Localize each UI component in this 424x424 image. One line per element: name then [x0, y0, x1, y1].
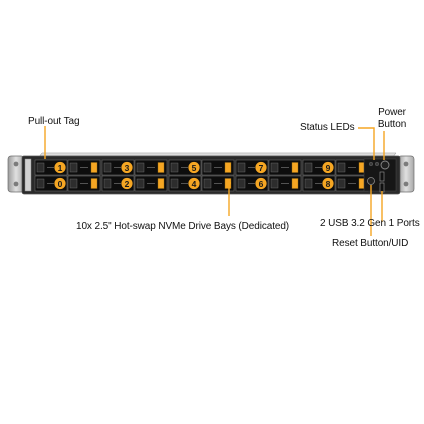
drive-bay-callout-badge — [188, 161, 200, 174]
drive-bay[interactable] — [134, 175, 168, 192]
usb-port[interactable] — [379, 182, 385, 193]
label-power-button: Power Button — [372, 107, 412, 131]
drive-bay-callout-badge — [121, 177, 133, 190]
right-ear-screw-icon — [403, 161, 409, 167]
drive-bay-callout-badge — [255, 177, 267, 190]
drive-bay-callout-badge — [322, 177, 334, 190]
label-power-line1: Power — [378, 107, 406, 118]
usb-port[interactable] — [379, 171, 385, 182]
label-drive-bays: 10x 2.5" Hot-swap NVMe Drive Bays (Dedic… — [76, 221, 290, 232]
drive-latch-icon — [157, 178, 165, 189]
drive-bay-number: 8 — [326, 179, 331, 189]
drive-bay[interactable] — [67, 159, 101, 176]
callout-status-leds — [358, 127, 375, 160]
right-rack-ear — [397, 155, 415, 193]
left-ear-screw-icon — [13, 161, 19, 167]
drive-latch-icon — [90, 162, 98, 173]
drive-latch-icon — [224, 162, 232, 173]
drive-bay[interactable] — [268, 159, 302, 176]
drive-bay-number: 3 — [125, 163, 130, 173]
power-button[interactable] — [380, 160, 390, 170]
drive-bay-array: 1 3 5 7 9 0 2 4 6 8 — [34, 159, 369, 192]
drive-bay-callout-badge — [188, 177, 200, 190]
callout-dot — [227, 181, 231, 185]
drive-bay-number: 9 — [326, 163, 331, 173]
drive-latch-icon — [291, 178, 299, 189]
pullout-tag[interactable] — [24, 158, 32, 192]
drive-bay-number: 2 — [125, 179, 130, 189]
right-ear-screw-icon — [403, 181, 409, 187]
drive-bay-callout-badge — [255, 161, 267, 174]
drive-bay-number: 7 — [259, 163, 264, 173]
drive-latch-icon — [90, 178, 98, 189]
drive-bay-callout-badge — [121, 161, 133, 174]
label-status-leds: Status LEDs — [300, 122, 355, 133]
label-power-line2: Button — [377, 119, 407, 130]
label-pullout-tag: Pull-out Tag — [28, 116, 80, 127]
drive-bay-number: 1 — [58, 163, 63, 173]
drive-bay[interactable] — [268, 175, 302, 192]
left-rack-ear — [7, 155, 25, 193]
drive-bay[interactable] — [335, 175, 369, 192]
label-usb-ports: 2 USB 3.2 Gen 1 Ports — [320, 218, 420, 229]
drive-bay-callout-badge — [54, 161, 66, 174]
drive-bay-number: 6 — [259, 179, 264, 189]
drive-bay-number: 4 — [192, 179, 197, 189]
drive-latch-icon — [291, 162, 299, 173]
status-led — [369, 161, 374, 166]
drive-bay[interactable] — [201, 159, 235, 176]
left-ear-screw-icon — [13, 181, 19, 187]
drive-bay[interactable] — [67, 175, 101, 192]
drive-bay-callout-badge — [322, 161, 334, 174]
drive-bay-number: 5 — [192, 163, 197, 173]
label-reset-uid: Reset Button/UID — [332, 238, 409, 249]
drive-bay[interactable] — [335, 159, 369, 176]
status-led — [375, 161, 380, 166]
callout-lines — [44, 126, 385, 236]
drive-bay-number: 0 — [58, 179, 63, 189]
reset-uid-button[interactable] — [367, 177, 375, 185]
drive-bay-callout-badge — [54, 177, 66, 190]
drive-bay[interactable] — [134, 159, 168, 176]
drive-latch-icon — [157, 162, 165, 173]
